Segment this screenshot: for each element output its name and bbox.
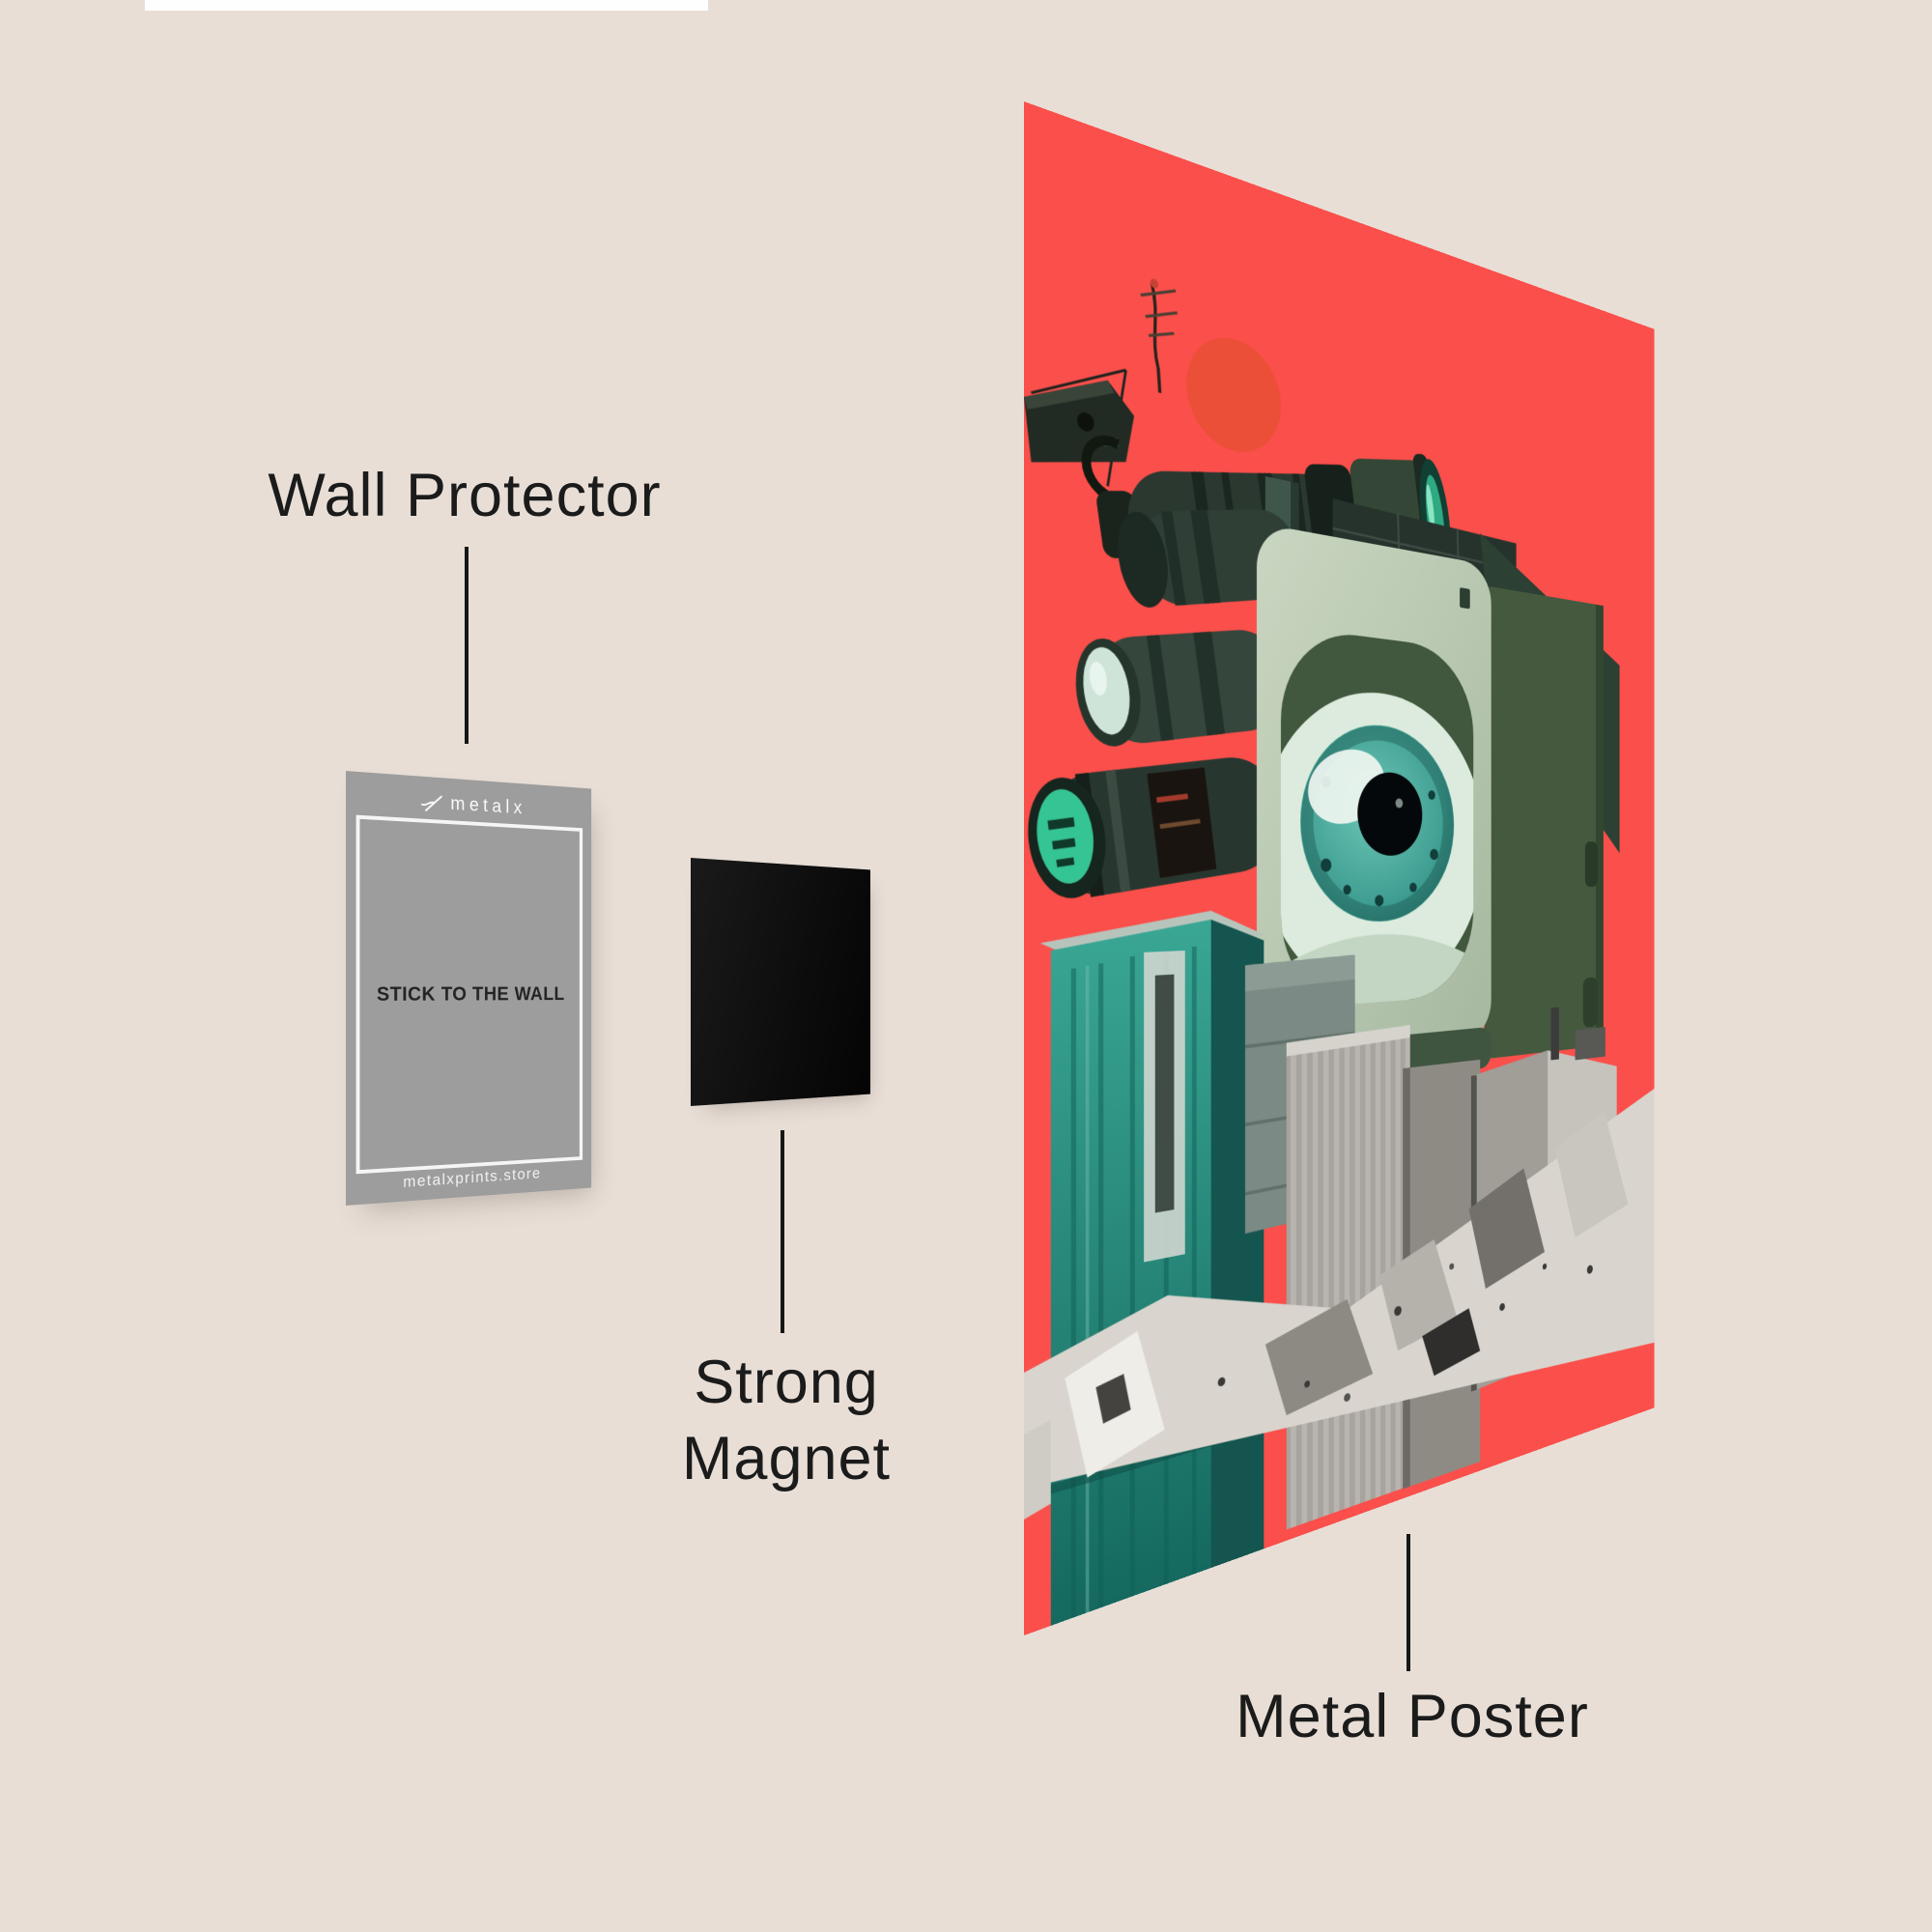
rubble-debris — [1024, 1088, 1655, 1543]
card-instruction-text: STICK TO THE WALL — [376, 982, 565, 1006]
wall-protector-card: metalx STICK TO THE WALL metalxprints.st… — [346, 771, 592, 1206]
strong-magnet — [691, 858, 870, 1106]
teal-tower — [1039, 909, 1265, 1630]
poster-artwork — [1024, 101, 1655, 1635]
label-strong-magnet-line2: Magnet — [681, 1425, 892, 1492]
wall-top-edge — [145, 0, 708, 11]
card-brand-text: metalx — [450, 793, 526, 819]
metalx-logo-icon — [420, 792, 445, 814]
label-strong-magnet-line1: Strong — [694, 1349, 879, 1416]
label-strong-magnet: Strong Magnet — [545, 1345, 1028, 1497]
label-wall-protector: Wall Protector — [268, 462, 662, 529]
telephoto-lens — [1083, 440, 1457, 640]
antenna-object — [1024, 241, 1178, 499]
metal-poster — [1024, 101, 1655, 1635]
signal-lens-stack — [1024, 508, 1305, 905]
label-metal-poster: Metal Poster — [1236, 1683, 1589, 1750]
connector-line-strong-magnet — [781, 1130, 784, 1333]
connector-line-metal-poster — [1406, 1534, 1410, 1671]
connector-line-wall-protector — [465, 547, 469, 744]
cctv-eye-camera — [1256, 523, 1620, 1094]
card-inner-frame: STICK TO THE WALL — [355, 814, 583, 1175]
